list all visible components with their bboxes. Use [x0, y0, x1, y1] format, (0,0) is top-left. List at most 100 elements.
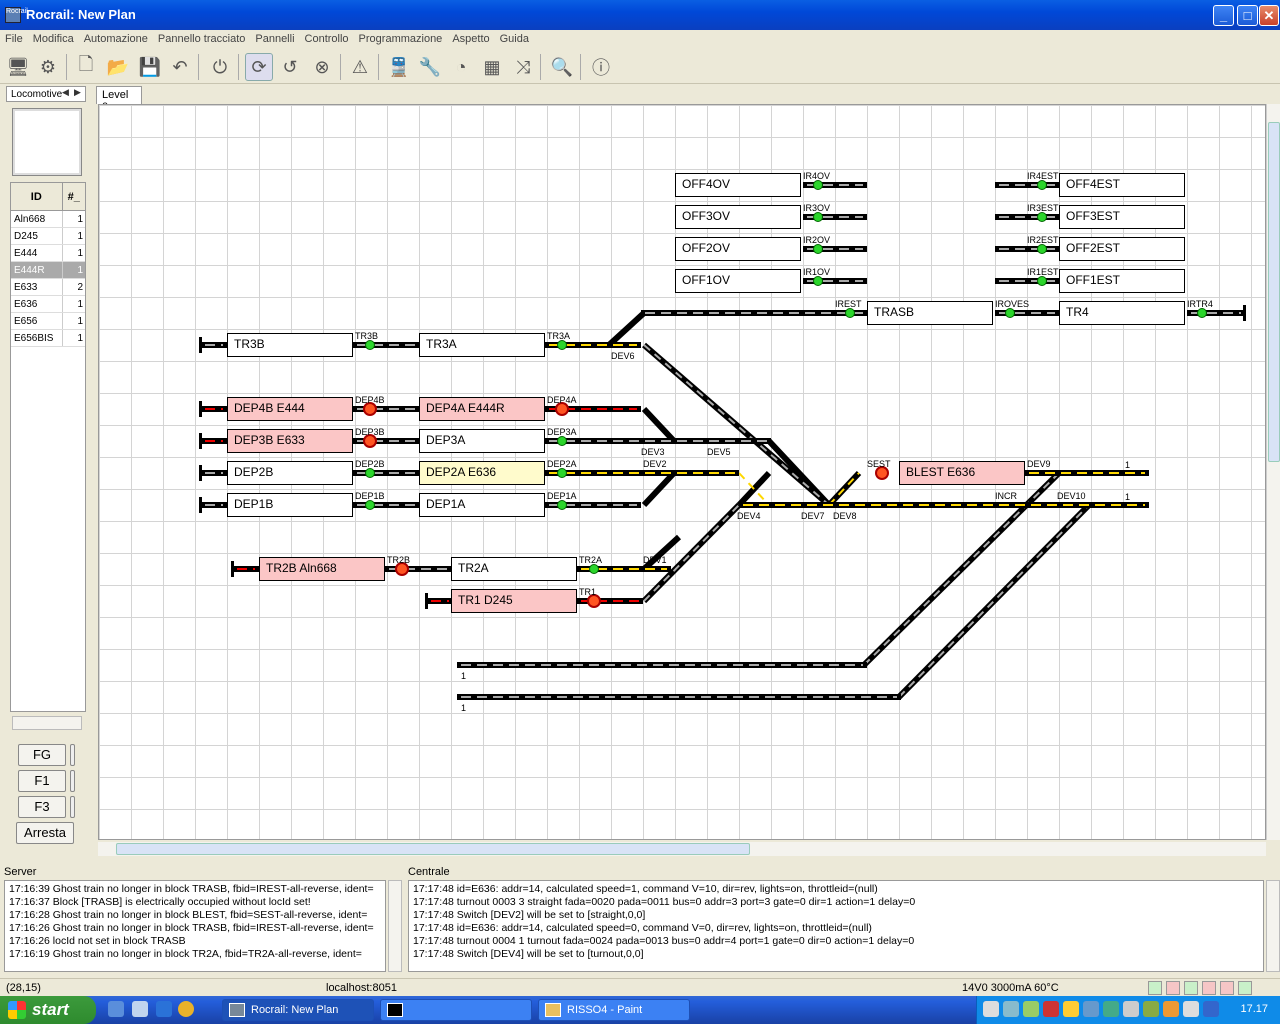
block-dep3b[interactable]: DEP3B E633	[227, 429, 353, 453]
shuffle-icon[interactable]: ⤨	[515, 56, 531, 77]
block-dep4b[interactable]: DEP4B E444	[227, 397, 353, 421]
save-icon[interactable]: 💾	[138, 56, 162, 77]
menu-aspetto[interactable]: Aspetto	[452, 33, 490, 45]
start-button[interactable]: start	[0, 996, 96, 1024]
sensor-ir2est[interactable]	[1037, 244, 1047, 254]
block-tr2b[interactable]: TR2B Aln668	[259, 557, 385, 581]
block-tr2a[interactable]: TR2A	[451, 557, 577, 581]
tray-icon[interactable]	[1203, 1001, 1219, 1017]
sensor-dep1b[interactable]	[365, 500, 375, 510]
sensor-dep1a[interactable]	[557, 500, 567, 510]
sensor-ir4ov[interactable]	[813, 180, 823, 190]
sensor-iroves[interactable]	[1005, 308, 1015, 318]
sensor-dep2a[interactable]	[557, 468, 567, 478]
tab-scroll-left-icon[interactable]: ◀	[62, 87, 69, 97]
scroll-thumb[interactable]	[116, 843, 750, 855]
undo-icon[interactable]: ↶	[172, 56, 188, 77]
f1-button[interactable]: F1	[18, 770, 66, 792]
speedometer-icon[interactable]: ◔	[455, 56, 467, 77]
signal-dep3b[interactable]	[363, 434, 377, 448]
scroll-thumb[interactable]	[1268, 122, 1280, 462]
fg-toggle[interactable]	[70, 744, 75, 766]
block-off1ov[interactable]: OFF1OV	[675, 269, 801, 293]
tray-icon[interactable]	[1183, 1001, 1199, 1017]
block-tr4[interactable]: TR4	[1059, 301, 1185, 325]
block-tr3a[interactable]: TR3A	[419, 333, 545, 357]
block-dep3a[interactable]: DEP3A	[419, 429, 545, 453]
f1-toggle[interactable]	[70, 770, 75, 792]
maximize-button[interactable]: □	[1237, 5, 1258, 26]
menu-file[interactable]: File	[5, 33, 23, 45]
block-dep1b[interactable]: DEP1B	[227, 493, 353, 517]
signal-dep4a[interactable]	[555, 402, 569, 416]
block-trasb[interactable]: TRASB	[867, 301, 993, 325]
sensor-dep2b[interactable]	[365, 468, 375, 478]
close-button[interactable]: ✕	[1259, 5, 1279, 26]
tray-icon[interactable]	[1143, 1001, 1159, 1017]
connect-icon[interactable]: 🖥	[6, 56, 30, 77]
tray-icon[interactable]	[1043, 1001, 1059, 1017]
tray-icon[interactable]	[1003, 1001, 1019, 1017]
quicklaunch-media-icon[interactable]	[132, 1001, 148, 1017]
tab-level-0[interactable]: Level 0	[96, 86, 142, 113]
auto-mode-icon[interactable]: ⟳	[245, 53, 273, 81]
signal-tr1[interactable]	[587, 594, 601, 608]
server-log[interactable]: 17:16:39 Ghost train no longer in block …	[4, 880, 386, 972]
menu-automazione[interactable]: Automazione	[83, 33, 148, 45]
menu-pannello-tracciato[interactable]: Pannello tracciato	[157, 33, 246, 45]
signal-dep4b[interactable]	[363, 402, 377, 416]
route-icon[interactable]: ▦	[483, 56, 501, 77]
block-off4ov[interactable]: OFF4OV	[675, 173, 801, 197]
sensor-ir1est[interactable]	[1037, 276, 1047, 286]
block-off1est[interactable]: OFF1EST	[1059, 269, 1185, 293]
block-off2est[interactable]: OFF2EST	[1059, 237, 1185, 261]
block-dep2a[interactable]: DEP2A E636	[419, 461, 545, 485]
block-off2ov[interactable]: OFF2OV	[675, 237, 801, 261]
block-dep1a[interactable]: DEP1A	[419, 493, 545, 517]
sensor-ir3est[interactable]	[1037, 212, 1047, 222]
open-folder-icon[interactable]: 📂	[106, 56, 130, 77]
tray-icon[interactable]	[1023, 1001, 1039, 1017]
minimize-button[interactable]: _	[1213, 5, 1234, 26]
block-tr1[interactable]: TR1 D245	[451, 589, 577, 613]
column-number[interactable]: #_	[61, 183, 85, 210]
menu-guida[interactable]: Guida	[499, 33, 529, 45]
tray-icon[interactable]	[1163, 1001, 1179, 1017]
tray-icon[interactable]	[1063, 1001, 1079, 1017]
f3-button[interactable]: F3	[18, 796, 66, 818]
sensor-tr3a[interactable]	[557, 340, 567, 350]
f3-toggle[interactable]	[70, 796, 75, 818]
fg-button[interactable]: FG	[18, 744, 66, 766]
tab-locomotive[interactable]: Locomotive	[6, 86, 86, 102]
loco-table-scrollbar[interactable]	[12, 716, 82, 730]
sensor-irest[interactable]	[845, 308, 855, 318]
signal-tr2b[interactable]	[395, 562, 409, 576]
central-log-scrollbar[interactable]	[1266, 880, 1280, 972]
central-log[interactable]: 17:17:48 id=E636: addr=14, calculated sp…	[408, 880, 1264, 972]
menu-modifica[interactable]: Modifica	[32, 33, 74, 45]
sensor-irtr4[interactable]	[1197, 308, 1207, 318]
signal-sest[interactable]	[875, 466, 889, 480]
info-icon[interactable]: ⓘ	[592, 58, 610, 78]
locomotive-icon[interactable]: 🚆	[387, 56, 411, 77]
menu-controllo[interactable]: Controllo	[304, 33, 349, 45]
quicklaunch-ie-icon[interactable]	[156, 1001, 172, 1017]
sensor-dep3a[interactable]	[557, 436, 567, 446]
block-off4est[interactable]: OFF4EST	[1059, 173, 1185, 197]
server-log-scrollbar[interactable]	[388, 880, 402, 972]
sensor-ir1ov[interactable]	[813, 276, 823, 286]
reset-icon[interactable]: ↺	[282, 56, 298, 77]
block-off3est[interactable]: OFF3EST	[1059, 205, 1185, 229]
throttle-icon[interactable]: 🔧	[418, 56, 442, 77]
tab-scroll-right-icon[interactable]: ▶	[74, 87, 81, 97]
sensor-ir3ov[interactable]	[813, 212, 823, 222]
block-off3ov[interactable]: OFF3OV	[675, 205, 801, 229]
sensor-tr3b[interactable]	[365, 340, 375, 350]
